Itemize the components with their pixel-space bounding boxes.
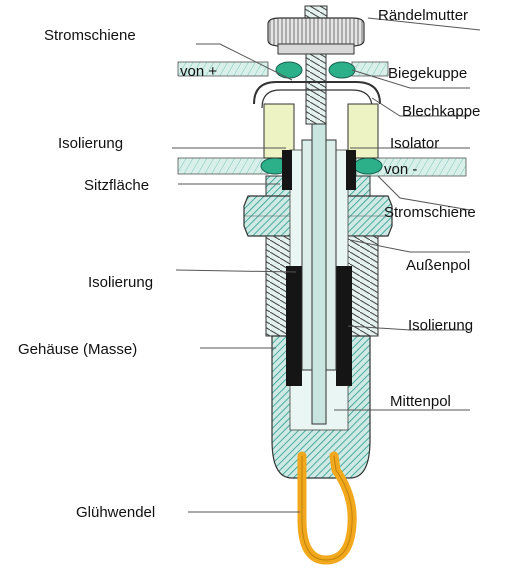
center-pole	[311, 123, 327, 425]
sheet-cap	[253, 81, 381, 105]
threaded-rod	[305, 53, 327, 125]
knurled-nut	[267, 5, 365, 55]
label-mittenpol: Mittenpol	[390, 393, 451, 410]
label-biegekuppe: Biegekuppe	[388, 65, 468, 82]
label-von-minus: von -	[384, 161, 418, 178]
label-stromschiene-top: Stromschiene	[44, 27, 136, 44]
label-raendelmutter: Rändelmutter	[378, 7, 469, 24]
label-sitzflaeche: Sitzfläche	[84, 177, 150, 194]
bottom-rail	[177, 157, 467, 177]
isolators	[263, 103, 379, 159]
label-gehaeuse: Gehäuse (Masse)	[18, 341, 138, 358]
label-blechkappe: Blechkappe	[402, 103, 481, 120]
label-isolierung-top: Isolierung	[58, 135, 124, 152]
insulation	[282, 150, 356, 386]
label-isolator: Isolator	[390, 135, 440, 152]
label-von-plus: von +	[180, 63, 218, 80]
label-isolierung-right: Isolierung	[408, 317, 474, 334]
label-isolierung-mid: Isolierung	[88, 274, 154, 291]
label-aussenpol: Außenpol	[406, 257, 471, 274]
label-stromschiene-bottom: Stromschiene	[384, 204, 476, 221]
label-gluehwendel: Glühwendel	[76, 504, 156, 521]
leader-lines	[172, 17, 481, 513]
